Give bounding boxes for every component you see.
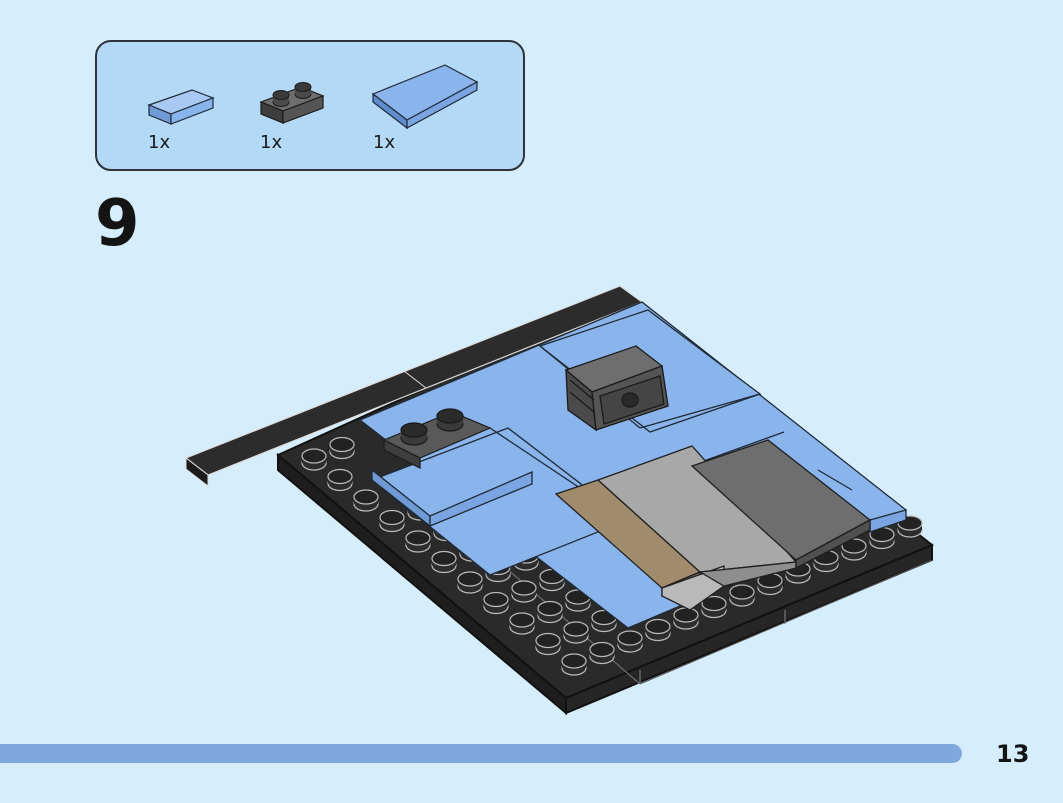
stud-top (589, 641, 615, 658)
part-tile-1x2: 1x (97, 42, 227, 173)
plate-1x2-icon (259, 82, 325, 124)
stud-top (483, 591, 509, 608)
parts-panel: 1x 1x 1x (95, 40, 525, 171)
stud-top (327, 468, 353, 485)
stud-top (673, 607, 699, 623)
stud-top (353, 489, 379, 505)
stud-top (561, 653, 587, 669)
stud-top (645, 618, 671, 635)
stud-top (563, 621, 589, 637)
stud-top (729, 584, 755, 600)
dark-gray-plate-1x2 (382, 408, 492, 469)
stud-top (617, 630, 643, 646)
stud-top (537, 600, 563, 617)
part-quantity: 1x (373, 132, 396, 153)
stud-top (379, 509, 405, 526)
page-number: 13 (996, 740, 1030, 768)
tile-1x2-icon (147, 89, 215, 125)
stud-top (509, 612, 535, 628)
dark-gray-drawer-element (564, 345, 669, 432)
part-quantity: 1x (260, 132, 283, 153)
part-plate-1x2: 1x (227, 42, 337, 173)
tile-2x4-icon (371, 64, 479, 130)
step-number: 9 (95, 187, 140, 261)
dark-gray-tile (690, 439, 872, 570)
stud-top (841, 538, 867, 554)
stud-top (301, 448, 327, 464)
stud-top (535, 632, 561, 649)
part-quantity: 1x (148, 132, 171, 153)
stud-top (405, 530, 431, 546)
part-tile-2x4: 1x (337, 42, 527, 173)
stud-top (457, 571, 483, 587)
stud-top (511, 580, 537, 596)
stud-top (701, 595, 727, 612)
stud-top (329, 436, 355, 453)
stud-top (431, 550, 457, 567)
progress-bar (0, 744, 962, 763)
